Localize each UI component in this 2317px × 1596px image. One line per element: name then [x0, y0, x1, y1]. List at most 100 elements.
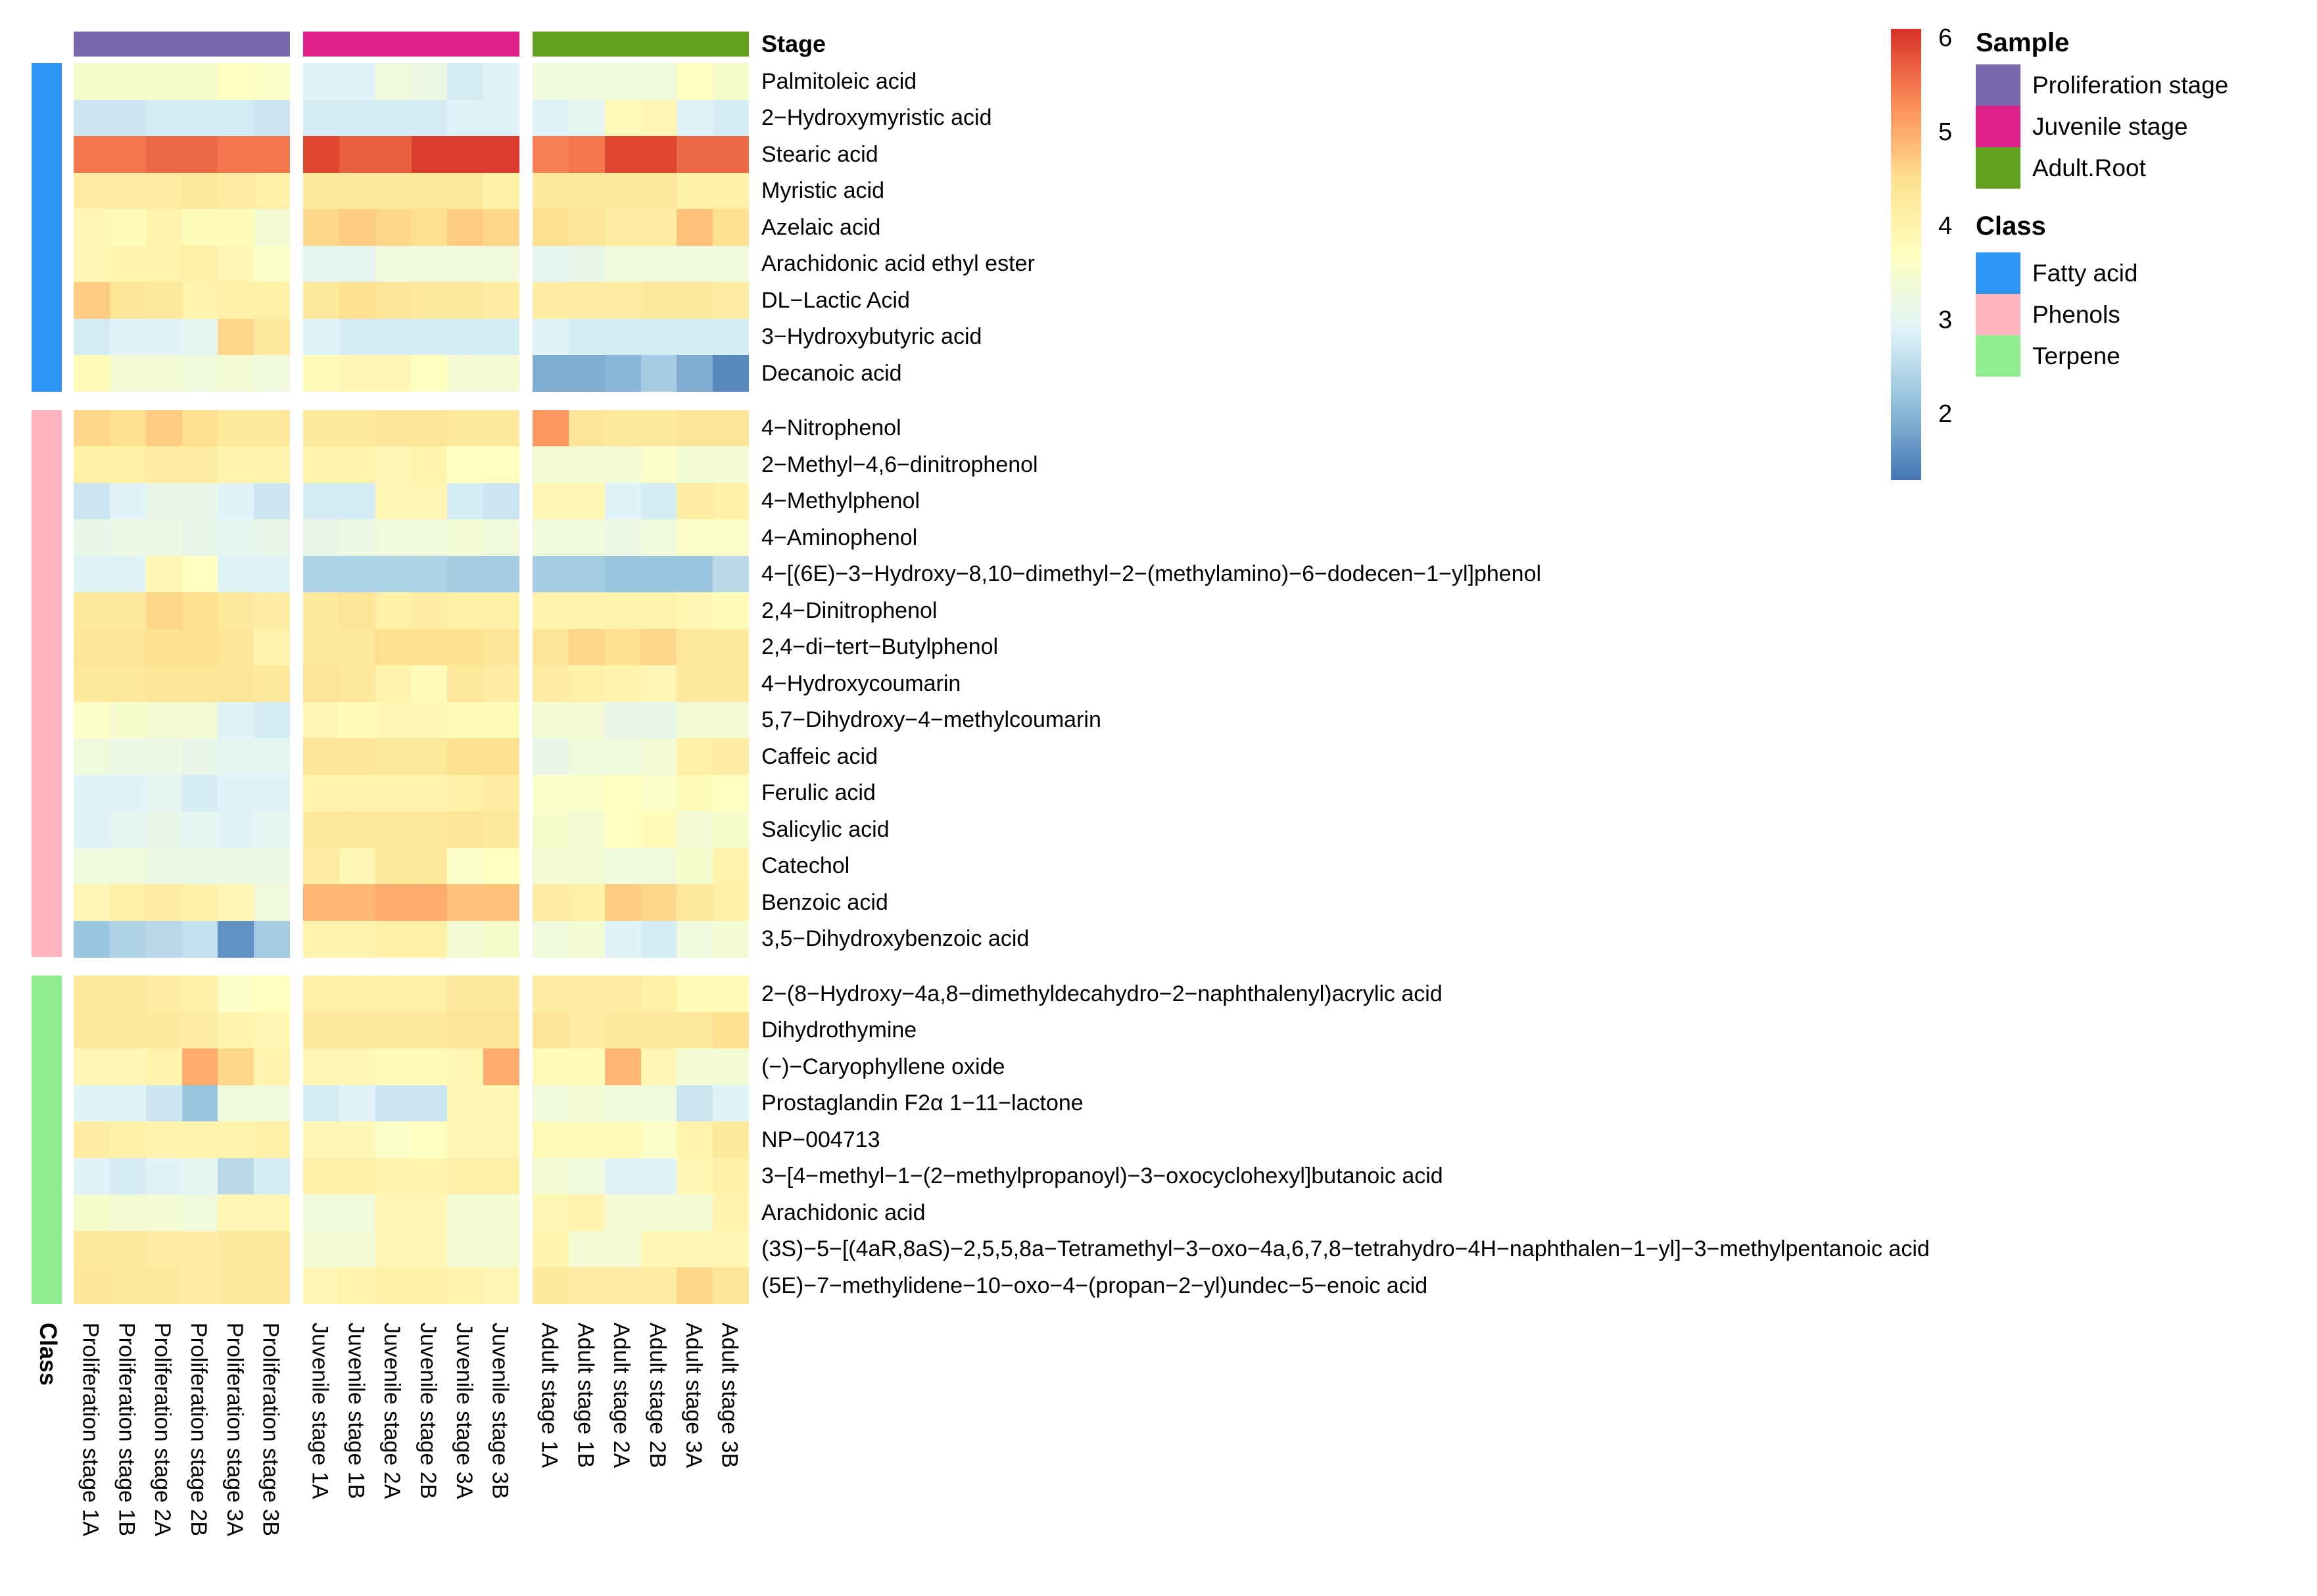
- heatmap-cell: [339, 172, 376, 210]
- heatmap-cell: [254, 920, 291, 958]
- heatmap-cell: [254, 847, 291, 885]
- heatmap-cell: [339, 63, 376, 100]
- heatmap-cell: [339, 446, 376, 483]
- heatmap-cell: [713, 410, 750, 447]
- heatmap-cell: [533, 282, 569, 319]
- heatmap-cell: [254, 1158, 291, 1195]
- heatmap-cell: [375, 355, 412, 392]
- heatmap-cell: [74, 410, 110, 447]
- heatmap-cell: [447, 410, 484, 447]
- heatmap-cell: [109, 1048, 147, 1085]
- heatmap-cell: [483, 1012, 520, 1049]
- heatmap-cell: [254, 884, 291, 921]
- legend-class-title: Class: [1976, 212, 2046, 241]
- heatmap-cell: [74, 1194, 110, 1231]
- heatmap-cell: [411, 628, 448, 666]
- heatmap-cell: [218, 1121, 254, 1158]
- heatmap-cell: [254, 1012, 291, 1049]
- heatmap-cell: [533, 1048, 569, 1085]
- heatmap-cell: [483, 245, 520, 283]
- heatmap-cell: [713, 482, 750, 520]
- heatmap-cell: [713, 592, 750, 629]
- heatmap-cell: [339, 209, 376, 246]
- heatmap-cell: [74, 847, 110, 885]
- heatmap-cell: [640, 811, 677, 848]
- heatmap-cell: [483, 446, 520, 483]
- stage-header-label: Stage: [761, 30, 826, 57]
- heatmap-cell: [411, 99, 448, 137]
- heatmap-cell: [640, 920, 677, 958]
- heatmap-cell: [713, 172, 750, 210]
- heatmap-cell: [303, 1194, 340, 1231]
- heatmap-cell: [713, 884, 750, 921]
- heatmap-cell: [568, 172, 606, 210]
- heatmap-cell: [74, 282, 110, 319]
- heatmap-cell: [339, 738, 376, 775]
- heatmap-cell: [677, 1048, 713, 1085]
- heatmap-cell: [218, 136, 254, 173]
- heatmap-cell: [604, 811, 641, 848]
- heatmap-cell: [713, 245, 750, 283]
- heatmap-cell: [568, 592, 606, 629]
- heatmap-cell: [677, 410, 713, 447]
- heatmap-cell: [483, 63, 520, 100]
- heatmap-cell: [447, 555, 484, 593]
- stage-bar-segment: [303, 32, 519, 57]
- heatmap-cell: [181, 209, 218, 246]
- heatmap-cell: [254, 1048, 291, 1085]
- heatmap-cell: [677, 884, 713, 921]
- heatmap-cell: [181, 410, 218, 447]
- heatmap-cell: [568, 774, 606, 812]
- heatmap-cell: [568, 519, 606, 556]
- heatmap-cell: [713, 1085, 750, 1122]
- heatmap-cell: [109, 1267, 147, 1304]
- heatmap-cell: [447, 1012, 484, 1049]
- heatmap-cell: [533, 136, 569, 173]
- stage-bar-segment: [74, 32, 290, 57]
- heatmap-cell: [483, 665, 520, 702]
- heatmap-cell: [483, 99, 520, 137]
- heatmap-cell: [604, 555, 641, 593]
- heatmap-cell: [713, 1012, 750, 1049]
- heatmap-cell: [568, 355, 606, 392]
- heatmap-cell: [604, 1048, 641, 1085]
- heatmap-cell: [604, 884, 641, 921]
- heatmap-cell: [640, 628, 677, 666]
- heatmap-cell: [181, 975, 218, 1012]
- heatmap-cell: [411, 63, 448, 100]
- row-label: 2−Methyl−4,6−dinitrophenol: [761, 452, 1038, 477]
- heatmap-cell: [375, 245, 412, 283]
- heatmap-cell: [181, 482, 218, 520]
- heatmap-cell: [339, 774, 376, 812]
- heatmap-cell: [181, 1267, 218, 1304]
- row-label: 5,7−Dihydroxy−4−methylcoumarin: [761, 707, 1101, 733]
- heatmap-cell: [254, 738, 291, 775]
- heatmap-cell: [447, 1194, 484, 1231]
- heatmap-cell: [411, 884, 448, 921]
- heatmap-cell: [145, 245, 182, 283]
- heatmap-cell: [713, 920, 750, 958]
- heatmap-cell: [74, 209, 110, 246]
- heatmap-cell: [375, 99, 412, 137]
- heatmap-cell: [218, 884, 254, 921]
- heatmap-cell: [483, 701, 520, 739]
- heatmap-cell: [109, 1121, 147, 1158]
- heatmap-cell: [254, 209, 291, 246]
- heatmap-cell: [303, 628, 340, 666]
- legend-swatch: [1976, 106, 2020, 147]
- heatmap-cell: [713, 355, 750, 392]
- row-label: 2−Hydroxymyristic acid: [761, 105, 992, 131]
- heatmap-cell: [74, 701, 110, 739]
- heatmap-cell: [640, 555, 677, 593]
- heatmap-cell: [74, 1121, 110, 1158]
- heatmap-cell: [640, 446, 677, 483]
- heatmap-cell: [640, 1158, 677, 1195]
- heatmap-cell: [339, 519, 376, 556]
- heatmap-cell: [447, 665, 484, 702]
- heatmap-cell: [303, 245, 340, 283]
- heatmap-cell: [218, 1048, 254, 1085]
- heatmap-cell: [604, 410, 641, 447]
- heatmap-cell: [254, 318, 291, 356]
- heatmap-cell: [145, 1121, 182, 1158]
- heatmap-cell: [254, 63, 291, 100]
